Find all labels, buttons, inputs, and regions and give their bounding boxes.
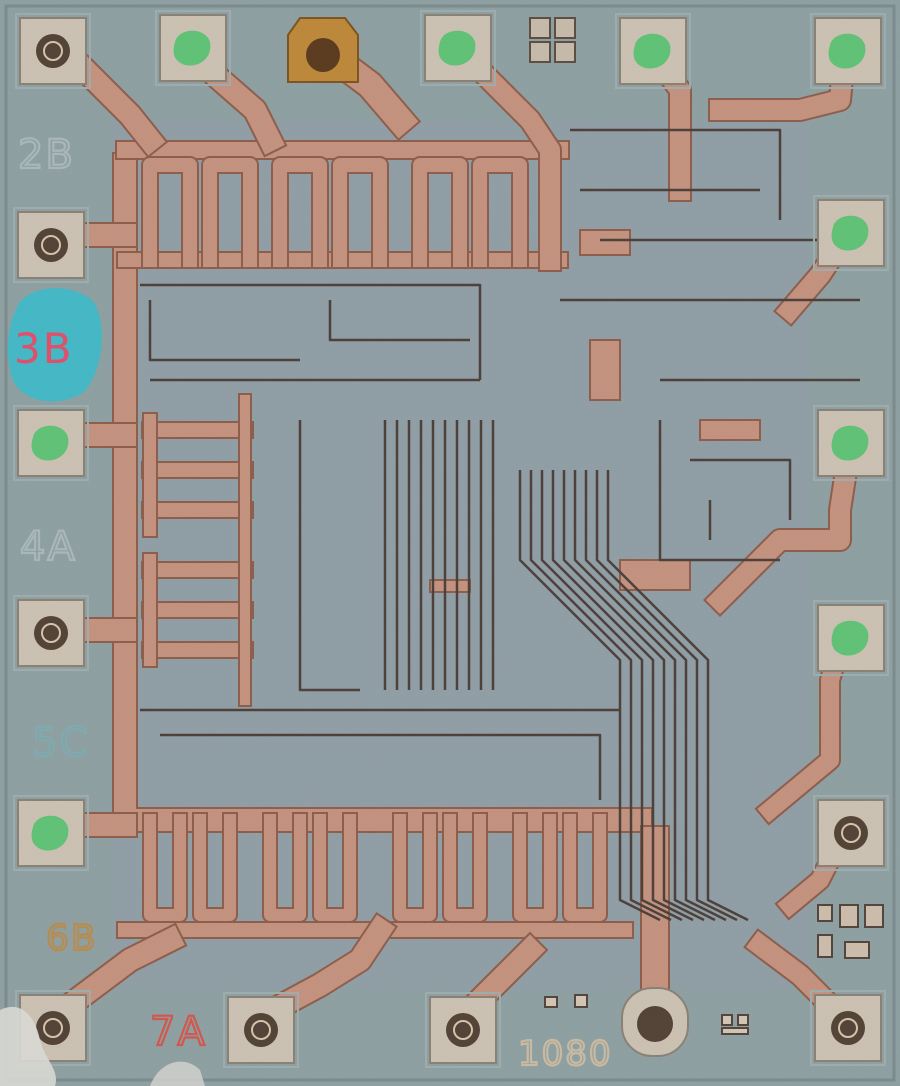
label-4a: 4A: [20, 524, 77, 570]
label-2b: 2B: [18, 132, 75, 178]
debris: [0, 1006, 57, 1086]
label-3b-highlight: [7, 288, 102, 402]
part-number: 1080: [518, 1034, 613, 1074]
debris-2: [150, 1061, 205, 1086]
label-7a: 7A: [150, 1009, 207, 1055]
label-3b: 3B: [14, 324, 74, 373]
label-6b: 6B: [46, 918, 98, 959]
label-5c: 5C: [32, 720, 89, 766]
